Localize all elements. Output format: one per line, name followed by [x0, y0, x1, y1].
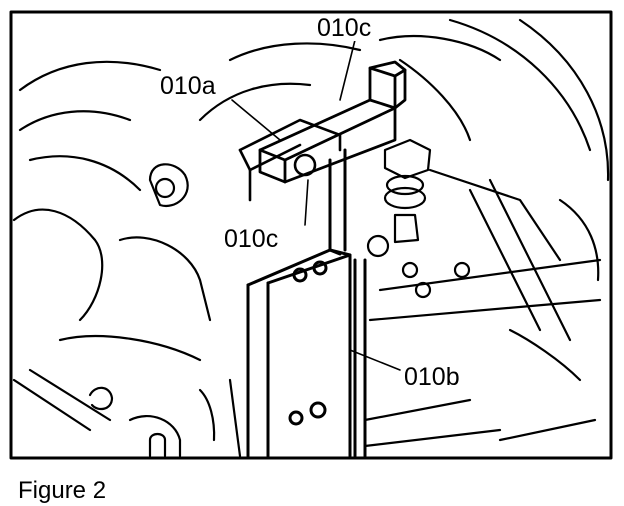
label-010a: 010a: [158, 72, 218, 100]
label-010b: 010b: [402, 363, 462, 391]
label-010c-top: 010c: [315, 14, 374, 42]
support-stand-010b: [246, 148, 367, 458]
leader-lines: [231, 39, 401, 371]
tool-crossbar-010c: [258, 60, 407, 184]
label-010c-lower: 010c: [222, 225, 281, 253]
bracket-010a: [238, 118, 342, 202]
transmission-housing-lines: [12, 18, 610, 458]
figure-caption: Figure 2: [18, 477, 107, 504]
mount-bolts: [366, 138, 471, 299]
figure-frame: [9, 10, 613, 460]
